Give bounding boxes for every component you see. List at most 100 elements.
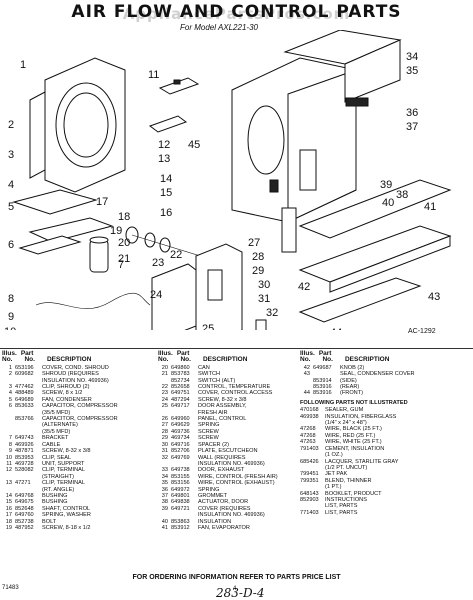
callout-21: 21 bbox=[118, 253, 130, 265]
illus-number: 29 bbox=[161, 435, 168, 442]
part-number: 791403 bbox=[300, 445, 319, 452]
part-number: 853783 bbox=[171, 371, 190, 378]
support-bracket-drawing bbox=[148, 77, 200, 133]
part-description: SEAL, CONDENSER COVER bbox=[340, 371, 415, 378]
illus-number: 6 bbox=[8, 403, 12, 410]
callout-27: 27 bbox=[248, 237, 260, 249]
part-number: 649629 bbox=[171, 422, 190, 429]
part-number: 649960 bbox=[171, 416, 190, 423]
callout-37: 37 bbox=[406, 121, 418, 133]
part-description: (ALTERNATE) bbox=[42, 422, 78, 429]
callout-6: 6 bbox=[8, 239, 14, 251]
part-description: SCREW, 8-32 x 3/8 bbox=[42, 448, 91, 455]
callout-24: 24 bbox=[150, 289, 162, 301]
part-number: 853916 bbox=[313, 390, 332, 397]
illus-number: 42 bbox=[303, 364, 310, 371]
callout-3: 3 bbox=[8, 149, 14, 161]
part-description: (FRONT) bbox=[340, 390, 363, 397]
illus-number: 23 bbox=[161, 390, 168, 397]
table-row: (35/5 MFD) bbox=[2, 410, 150, 416]
part-description: PANEL, CONTROL bbox=[198, 416, 247, 423]
part-number: 649743 bbox=[15, 435, 34, 442]
illus-number: 34 bbox=[161, 473, 168, 480]
part-description: SCREW, 8-18 x 1/2 bbox=[42, 524, 91, 531]
part-description: (RT. ANGLE) bbox=[42, 486, 75, 493]
exhaust-door-drawing bbox=[255, 207, 297, 330]
part-description: SCREW, 8 x 1/2 bbox=[42, 390, 83, 397]
part-description: SHROUD (REQUIRES bbox=[42, 371, 99, 378]
column-header: Illus.Part bbox=[300, 350, 332, 357]
part-description: COVER (REQUIRES bbox=[198, 505, 251, 512]
part-description: (1 PT.) bbox=[325, 484, 342, 491]
callout-19: 19 bbox=[110, 225, 122, 237]
table-row: INSULATION NO. 469936) bbox=[158, 461, 303, 467]
part-number: 853863 bbox=[171, 518, 190, 525]
part-number: 649738 bbox=[171, 467, 190, 474]
part-number: 649760 bbox=[15, 512, 34, 519]
table-row: INSULATION NO. 469936) bbox=[158, 512, 303, 518]
illus-number: 13 bbox=[5, 480, 12, 487]
illus-number: 14 bbox=[5, 492, 12, 499]
part-number: 853156 bbox=[171, 480, 190, 487]
part-description: (REAR) bbox=[340, 384, 360, 391]
illus-number: 30 bbox=[161, 441, 168, 448]
table-row: (35/5 MFD) bbox=[2, 429, 150, 435]
callout-34: 34 bbox=[406, 51, 418, 63]
part-number: 609682 bbox=[15, 371, 34, 378]
part-description: LACQUER, STARLITE GRAY bbox=[325, 458, 399, 465]
part-description: SEALER, GUM bbox=[325, 407, 364, 414]
part-description: DOOR, EXHAUST bbox=[198, 467, 245, 474]
illus-number: 44 bbox=[303, 390, 310, 397]
part-description: LIST, PARTS bbox=[325, 503, 358, 510]
callout-13: 13 bbox=[158, 153, 170, 165]
callout-8: 8 bbox=[8, 293, 14, 305]
model-subtitle: For Model AXL221-30 bbox=[180, 23, 258, 32]
part-number: 487871 bbox=[15, 448, 34, 455]
part-description: SPRING bbox=[198, 422, 220, 429]
unit-chassis-drawing bbox=[231, 57, 357, 223]
illus-number: 20 bbox=[161, 364, 168, 371]
column-header: Illus.Part bbox=[2, 350, 34, 357]
part-description: CEMENT, INSULATION bbox=[325, 445, 385, 452]
table-row: 791403 CEMENT, INSULATION bbox=[300, 446, 471, 452]
part-description: FAN, CONDENSER bbox=[42, 396, 92, 403]
part-description: SCREW bbox=[198, 428, 219, 435]
illus-number: 5 bbox=[8, 396, 12, 403]
part-number: 853953 bbox=[15, 454, 34, 461]
watermark-text: AppliancePartsPros.com bbox=[122, 5, 351, 23]
part-description: BRACKET bbox=[42, 435, 69, 442]
part-number: 649689 bbox=[15, 396, 34, 403]
control-panel-drawing bbox=[151, 243, 243, 330]
callout-44: 44 bbox=[330, 327, 342, 330]
callout-12: 12 bbox=[158, 139, 170, 151]
part-number: 488489 bbox=[15, 390, 34, 397]
part-description: CLIP, SEAL bbox=[42, 454, 72, 461]
illus-number: 15 bbox=[5, 499, 12, 506]
part-description: COVER, COND. SHROUD bbox=[42, 364, 109, 371]
part-description: WIRE, RED (25 FT.) bbox=[325, 432, 376, 439]
callout-17: 17 bbox=[96, 196, 108, 208]
part-description: CAPACITOR, COMPRESSOR bbox=[42, 403, 118, 410]
part-description: (STRAIGHT) bbox=[42, 473, 75, 480]
callout-39: 39 bbox=[380, 179, 392, 191]
